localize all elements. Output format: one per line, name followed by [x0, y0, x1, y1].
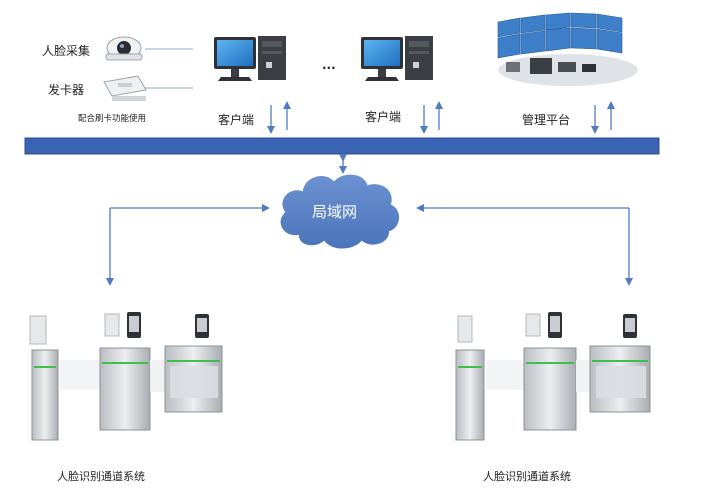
cloud-gate-links — [106, 204, 633, 286]
management-platform-label: 管理平台 — [522, 113, 571, 127]
card-issuer-label: 发卡器 — [48, 83, 85, 97]
gate-system-right-illustration — [455, 312, 651, 441]
face-capture-label: 人脸采集 — [42, 44, 91, 58]
client-computer-1-icon — [214, 36, 286, 81]
client-1-label: 客户端 — [218, 113, 255, 127]
lan-label: 局域网 — [312, 203, 358, 221]
network-bus-bar — [24, 137, 660, 155]
gate-system-right-label: 人脸识别通道系统 — [483, 470, 571, 483]
lan-cloud-icon — [278, 172, 401, 251]
client-2-label: 客户端 — [365, 110, 402, 124]
client-computer-2-icon — [361, 36, 433, 81]
ellipsis-label: ... — [322, 58, 336, 72]
card-reader-icon — [103, 75, 147, 101]
card-note-label: 配合刷卡功能使用 — [78, 114, 147, 124]
client-bus-arrows — [267, 101, 615, 134]
face-camera-icon — [105, 36, 143, 61]
gate-system-left-illustration — [29, 312, 223, 441]
gate-system-left-label: 人脸识别通道系统 — [57, 470, 145, 483]
management-platform-icon — [497, 12, 638, 86]
